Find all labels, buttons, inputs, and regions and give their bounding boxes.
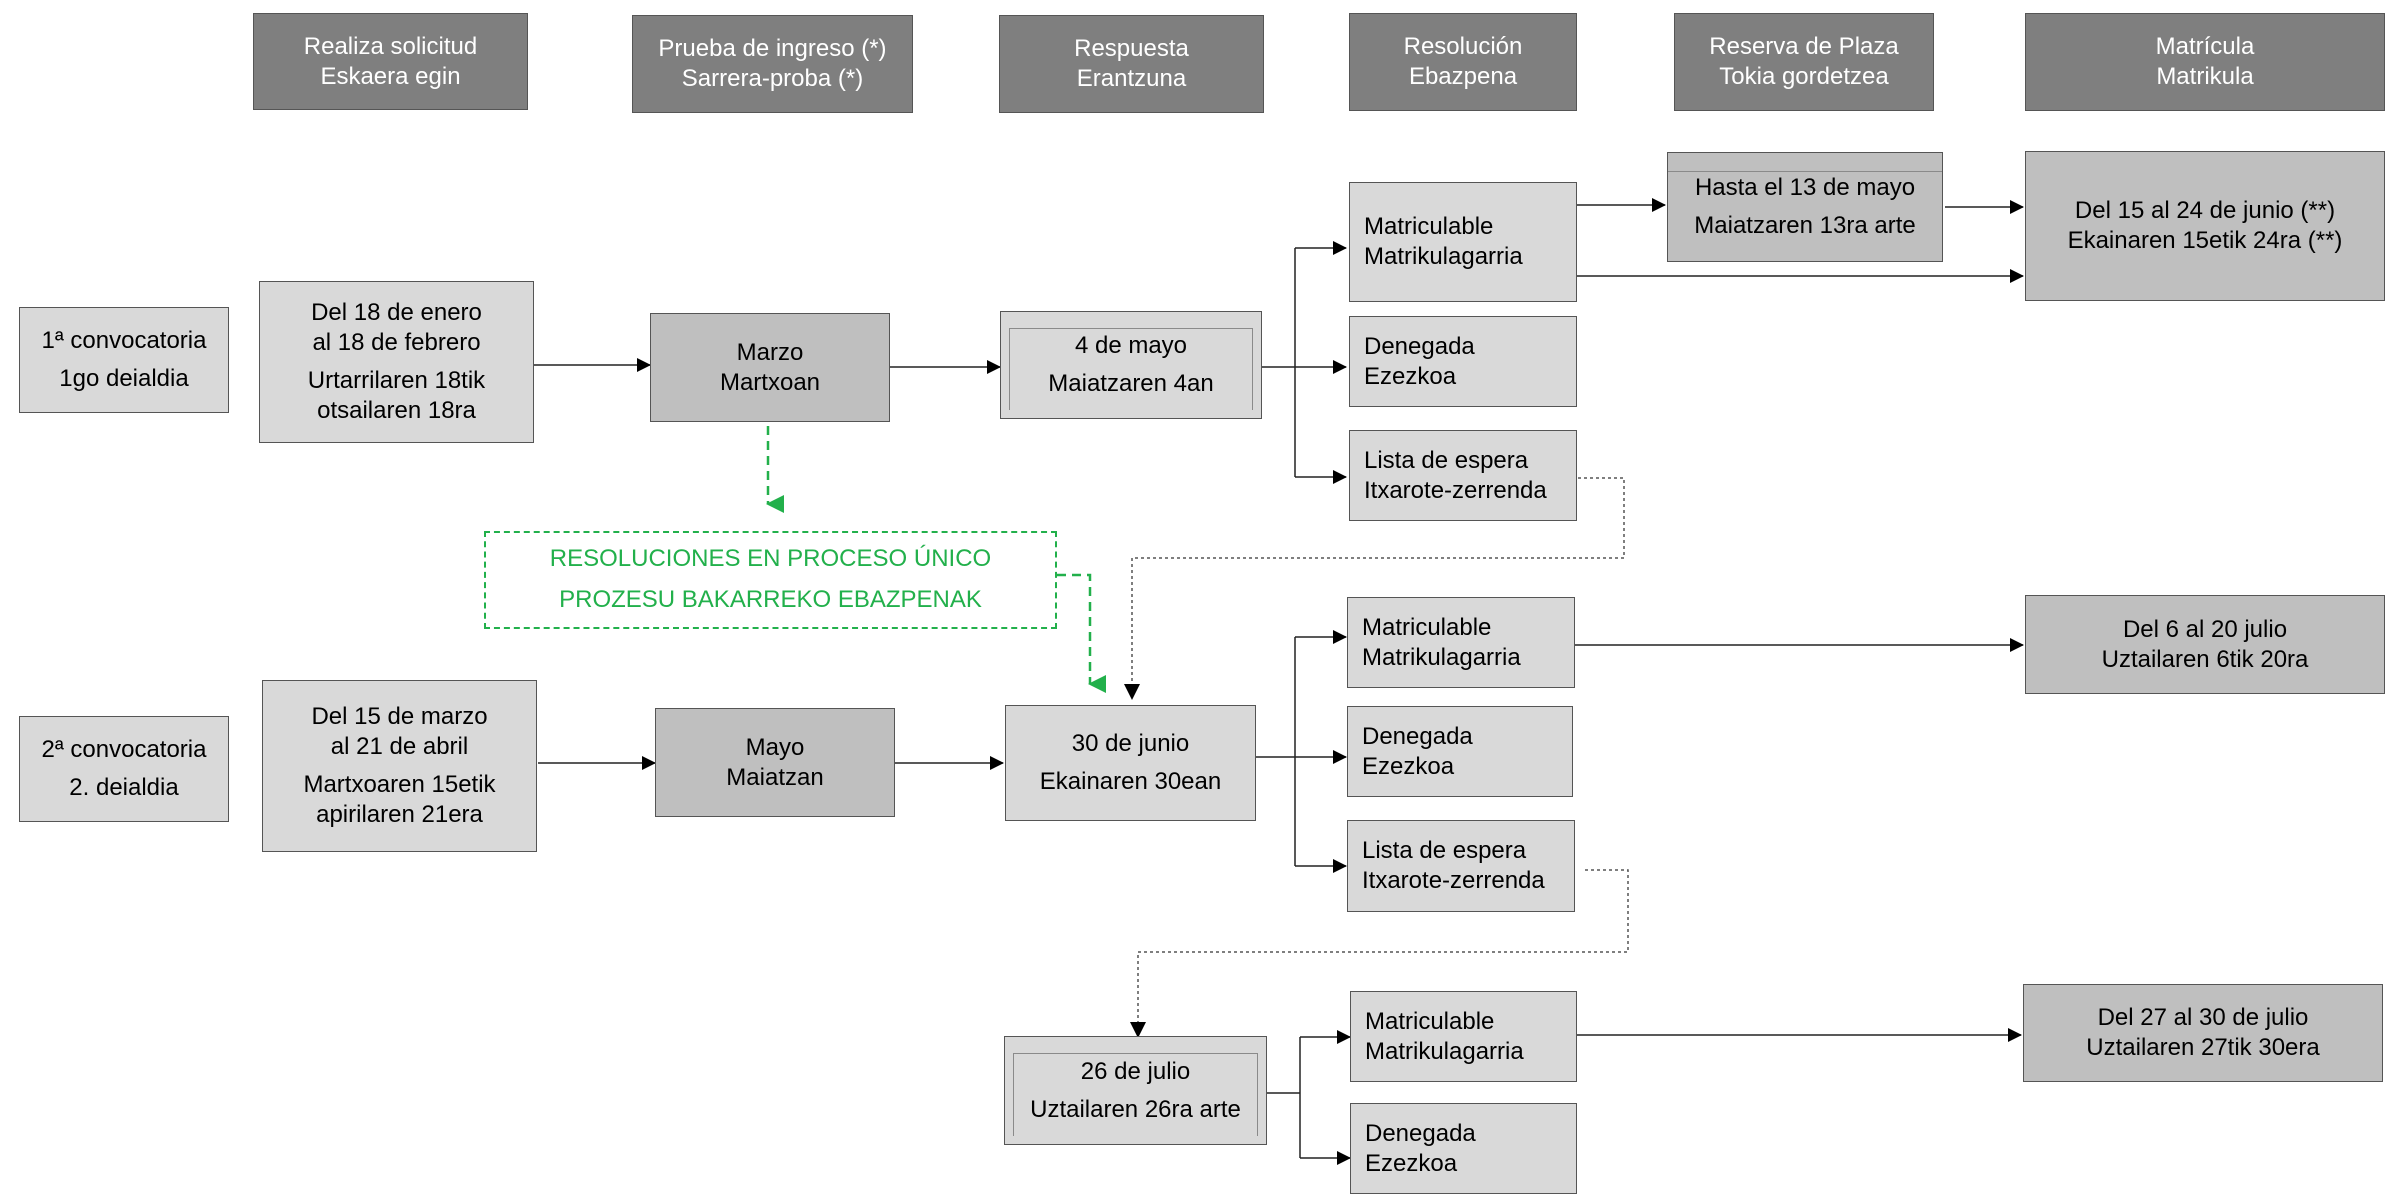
c1-respuesta-inner-line xyxy=(1009,328,1253,329)
c3-respuesta-inner-line xyxy=(1013,1053,1258,1054)
arrowhead-c3-respuesta xyxy=(1130,1022,1146,1038)
dotted-c1-espera-to-c2 xyxy=(1131,477,1625,685)
c3-respuesta-inner-left xyxy=(1013,1053,1014,1136)
arrowhead-c2-respuesta xyxy=(1124,684,1140,700)
c1-respuesta-inner-right xyxy=(1252,328,1253,410)
header-prueba: Prueba de ingreso (*)Sarrera-proba (*) xyxy=(632,15,913,113)
c1-reserva-inner-line xyxy=(1668,171,1942,172)
c1-respuesta-inner-left xyxy=(1009,328,1010,410)
c3-respuesta-inner-right xyxy=(1257,1053,1258,1136)
dotted-c2-espera-to-c3 xyxy=(1137,869,1629,1023)
c1-matricula: Del 15 al 24 de junio (**)Ekainaren 15et… xyxy=(2025,151,2385,301)
green-arrow-from-unico xyxy=(1057,573,1106,693)
